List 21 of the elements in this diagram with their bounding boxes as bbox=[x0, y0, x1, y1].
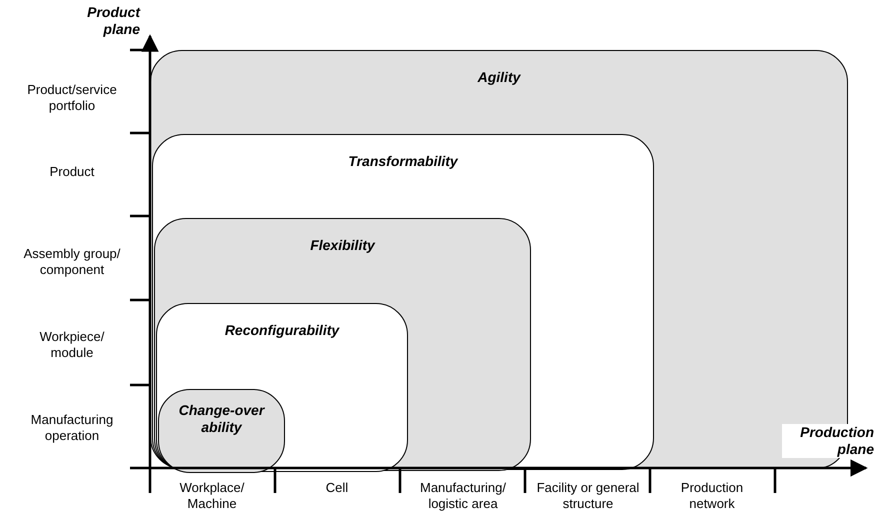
x-axis-label: Cell bbox=[324, 480, 350, 496]
y-axis-label: Workpiece/ module bbox=[38, 329, 106, 361]
y-axis-title: Product plane bbox=[86, 4, 140, 38]
y-axis-label: Product/service portfolio bbox=[26, 82, 118, 114]
x-axis-label: Facility or general structure bbox=[536, 480, 640, 512]
y-axis-label: Assembly group/ component bbox=[22, 246, 122, 278]
capability-box bbox=[156, 303, 408, 472]
capability-title: Flexibility bbox=[309, 237, 376, 254]
capability-box bbox=[158, 389, 285, 473]
x-axis-title: Production plane bbox=[782, 424, 874, 458]
x-axis-label: Production network bbox=[680, 480, 744, 512]
capability-box bbox=[154, 218, 531, 471]
y-axis-label: Product bbox=[48, 164, 96, 180]
capability-title: Change-over ability bbox=[178, 402, 266, 436]
x-axis-label: Workplace/ Machine bbox=[178, 480, 246, 512]
capability-title: Agility bbox=[476, 69, 522, 86]
x-axis-label: Manufacturing/ logistic area bbox=[419, 480, 507, 512]
capability-title: Transformability bbox=[347, 153, 460, 170]
capability-title: Reconfigurability bbox=[224, 322, 341, 339]
capability-box bbox=[152, 134, 654, 470]
y-axis-label: Manufacturing operation bbox=[30, 412, 114, 444]
